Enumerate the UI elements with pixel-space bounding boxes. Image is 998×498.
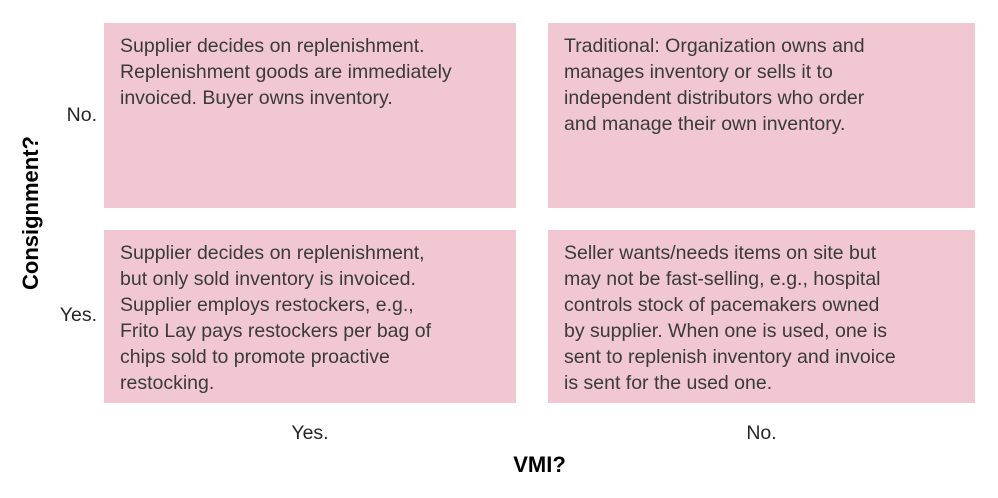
cell-consignment-yes-vmi-no: Seller wants/needs items on site but may… [548, 230, 975, 403]
row-label-consignment-no: No. [66, 104, 97, 126]
cell-consignment-no-vmi-no: Traditional: Organization owns and manag… [548, 23, 975, 208]
cell-consignment-no-vmi-yes: Supplier decides on replenishment. Reple… [104, 23, 516, 208]
col-label-vmi-no: No. [746, 422, 777, 444]
cell-consignment-yes-vmi-yes: Supplier decides on replenishment, but o… [104, 230, 516, 403]
y-axis-label-consignment: Consignment? [18, 136, 43, 290]
matrix-grid: Supplier decides on replenishment. Reple… [104, 23, 975, 403]
x-axis-label-vmi: VMI? [513, 452, 566, 477]
row-label-consignment-yes: Yes. [59, 304, 97, 326]
col-label-vmi-yes: Yes. [291, 422, 329, 444]
